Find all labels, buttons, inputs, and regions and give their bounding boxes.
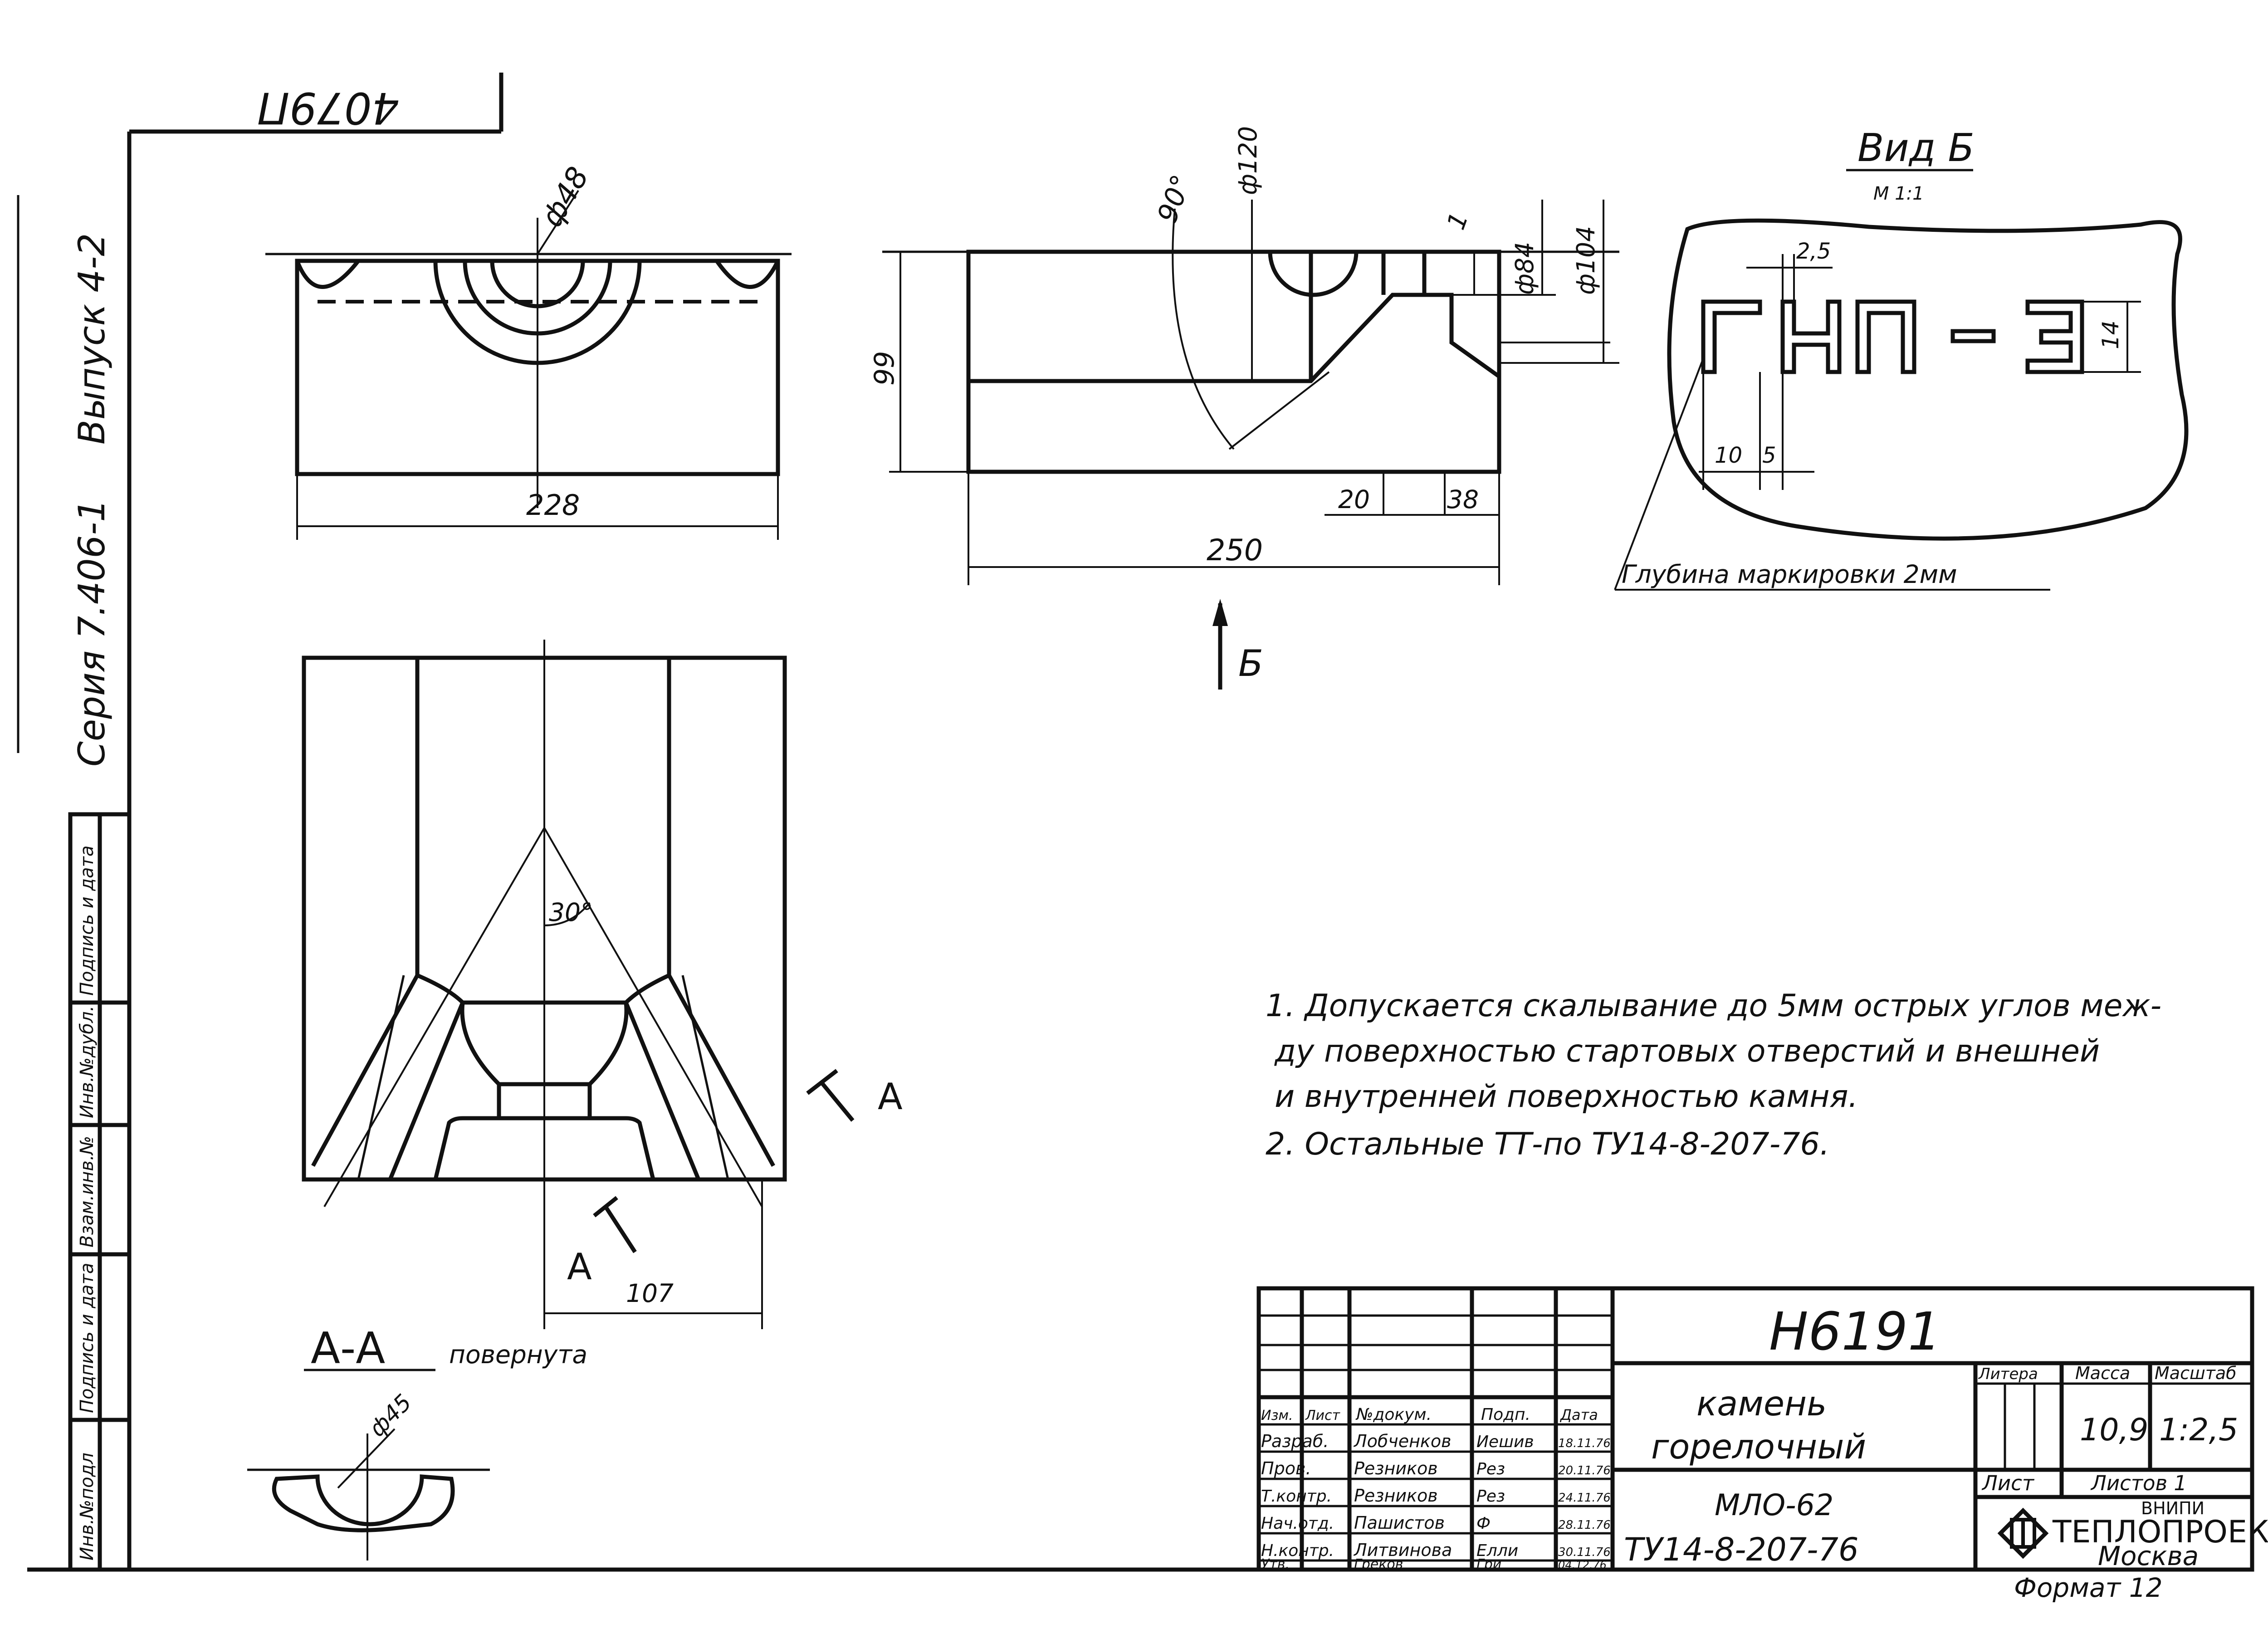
view-b-dim25: 2,5 [1796,239,1831,264]
sheet-code: 4079П [257,83,399,132]
note-line-2: ду поверхностью стартовых отверстий и вн… [1274,1033,2100,1069]
role-3: Нач.отд. [1261,1514,1334,1533]
role-2-name: Резников [1354,1486,1438,1506]
series-label: Серия 7.406-1 [71,499,113,767]
role-5-name: Греков [1354,1556,1403,1572]
role-0-sign: Иешив [1476,1433,1534,1451]
sheets-label: Листов 1 [2090,1471,2187,1495]
mass-value: 10,9 [2080,1412,2148,1448]
note-line-4: 2. Остальные ТТ-по ТУ14-8-207-76. [1266,1126,1829,1162]
part-name-line1: камень [1696,1384,1827,1424]
section-title: А-А [311,1324,385,1374]
role-1-date: 20.11.76 [1558,1464,1611,1477]
role-1-sign: Рез [1476,1460,1505,1478]
role-0: Разраб. [1261,1431,1329,1451]
org-name: ТЕПЛОПРОЕКТ [2052,1514,2268,1550]
view-b-arrow-label: Б [1238,642,1263,685]
view-b-scale: М 1:1 [1873,183,1924,204]
material-line1: МЛО-62 [1715,1488,1833,1522]
note-line-1: 1. Допускается скалывание до 5мм острых … [1266,988,2161,1024]
scale-label: Масштаб [2155,1363,2237,1383]
role-1: Пров. [1261,1458,1311,1478]
front-view [265,190,792,540]
role-4-date: 30.11.76 [1558,1546,1611,1559]
col-header-sign: Подп. [1481,1405,1530,1424]
side-angle-label: 90° [1151,171,1198,227]
col-header-doc: №докум. [1355,1405,1432,1424]
role-5-date: 04.12.76 [1558,1559,1607,1571]
role-0-name: Лобченков [1353,1431,1452,1451]
material-line2: ТУ14-8-207-76 [1624,1531,1858,1568]
role-3-name: Пашистов [1354,1513,1445,1533]
view-b-depth-note: Глубина маркировки 2мм [1622,560,1957,589]
teploproekt-logo-icon [1997,1507,2049,1559]
plan-dim107-label: 107 [626,1279,674,1308]
format-label: Формат 12 [2014,1572,2163,1603]
role-1-name: Резников [1354,1458,1438,1478]
part-name-line2: горелочный [1651,1427,1866,1467]
section-aa [247,1369,490,1561]
cut-label-bottom: А [567,1246,592,1288]
issue-label: Выпуск 4-2 [71,233,113,445]
col-header-date: Дата [1559,1406,1598,1424]
title-block [1256,1286,2254,1572]
plan-view [302,640,855,1329]
view-b-dim5: 5 [1762,443,1776,468]
side-dim38-label: 38 [1447,485,1479,514]
drawing-number: Н6191 [1769,1301,1941,1362]
section-subtitle: повернута [449,1340,587,1369]
role-2: Т.контр. [1261,1487,1332,1506]
stamp-field-1: Инв.№подл [77,1453,98,1561]
side-length-label: 250 [1207,533,1263,567]
org-city: Москва [2098,1541,2199,1571]
side-step-label: 1 [1441,209,1474,234]
front-dia-label: ф48 [535,161,596,233]
role-3-sign: Ф [1476,1514,1491,1533]
note-line-3: и внутренней поверхностью камня. [1275,1079,1858,1115]
role-4-name: Литвинова [1353,1540,1452,1560]
side-dim20-label: 20 [1338,485,1370,514]
plan-angle-label: 30° [549,898,593,927]
mass-label: Масса [2075,1363,2130,1383]
side-dia120-label: ф120 [1233,126,1262,195]
view-b-detail [1614,169,2189,591]
stamp-field-2: Подпись и дата [77,1263,98,1413]
side-dia84-label: ф84 [1510,242,1539,295]
role-0-date: 18.11.76 [1558,1437,1611,1450]
sheet-label: Лист [1981,1471,2035,1495]
role-2-sign: Рез [1476,1487,1505,1506]
side-view [882,200,1619,690]
stamp-field-5: Подпись и дата [77,846,98,996]
left-stamp [68,812,132,1572]
side-height-label: 99 [869,351,900,386]
scale-value: 1:2,5 [2159,1412,2238,1448]
role-5: Утв. [1261,1556,1290,1572]
section-dia-label: ф45 [364,1389,416,1442]
view-b-title: Вид Б [1857,126,1975,171]
role-4: Н.контр. [1261,1541,1334,1560]
view-b-dim14: 14 [2097,320,2124,349]
stamp-field-4: Инв.№дубл. [77,1006,98,1118]
side-dia104-label: ф104 [1571,226,1600,295]
view-b-dim10: 10 [1715,443,1742,468]
stamp-field-3: Взам.инв.№ [77,1136,98,1248]
role-4-sign: Елли [1476,1541,1518,1560]
role-5-sign: Гри [1476,1556,1501,1572]
org-small-label: ВНИПИ [2141,1498,2204,1518]
role-2-date: 24.11.76 [1558,1491,1611,1505]
front-width-label: 228 [526,489,580,522]
col-header-list: Лист [1305,1408,1341,1424]
cut-label-right: А [878,1076,903,1118]
litera-label: Литера [1978,1365,2038,1383]
marking-glyphs [1701,299,2084,374]
col-header-izm: Изм. [1261,1408,1293,1424]
role-3-date: 28.11.76 [1558,1518,1611,1532]
